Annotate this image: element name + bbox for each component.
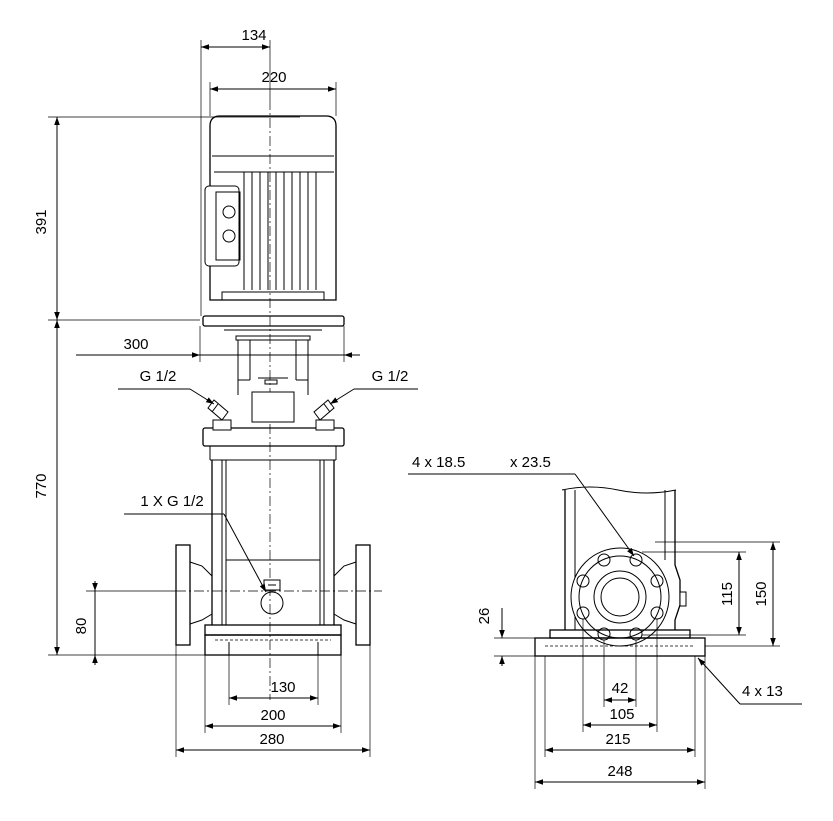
dim-130-label: 130: [270, 679, 295, 696]
bolt-circle-label: x 23.5: [510, 454, 551, 471]
foot-holes-label: 4 x 13: [742, 683, 783, 700]
dim-105-label: 105: [609, 706, 634, 723]
front-dimensions: 134 220 391 770 300 G 1/2 G 1/2 1 X G 1/…: [33, 27, 418, 757]
side-dimensions: 4 x 18.5 x 23.5 115 150 26 4 x 13 42 105: [408, 454, 802, 789]
port-right-label: G 1/2: [372, 368, 409, 385]
bolt-holes-label: 4 x 18.5: [412, 454, 465, 471]
dim-220-label: 220: [261, 69, 286, 86]
pump-front-view: [175, 100, 371, 700]
pipe-flanges: [175, 544, 371, 646]
cooling-fins: [243, 172, 317, 290]
pump-side-view: [534, 486, 706, 657]
dim-134-label: 134: [241, 27, 266, 44]
dim-115-label: 115: [719, 582, 736, 606]
dim-42-label: 42: [612, 680, 629, 697]
pump-base: [204, 624, 342, 656]
dim-300-label: 300: [123, 336, 148, 353]
side-flange: [570, 547, 670, 647]
terminal-box: [204, 185, 241, 267]
drain-port-label: 1 X G 1/2: [140, 493, 203, 510]
dim-770-label: 770: [33, 473, 50, 498]
dim-150-label: 150: [753, 581, 770, 606]
dim-248-label: 248: [607, 763, 632, 780]
dim-215-label: 215: [605, 731, 630, 748]
pump-sleeve: [211, 460, 335, 625]
dim-280-label: 280: [259, 731, 284, 748]
dim-26-label: 26: [476, 608, 493, 625]
motor: [204, 115, 337, 301]
dim-80-label: 80: [73, 618, 90, 635]
pump-head: [202, 419, 345, 461]
dim-391-label: 391: [33, 209, 50, 234]
drain-plug: [260, 579, 284, 615]
motor-stool: [202, 315, 345, 423]
dim-200-label: 200: [260, 707, 285, 724]
port-left-label: G 1/2: [140, 368, 177, 385]
